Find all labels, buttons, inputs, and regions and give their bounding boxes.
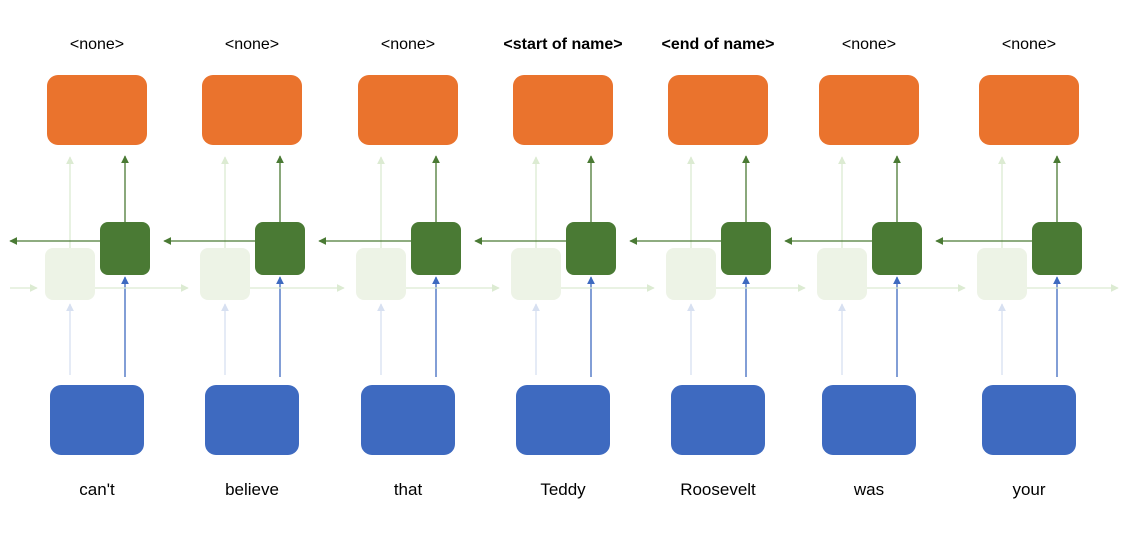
output-tag-label: <none>: [1002, 36, 1056, 53]
output-box: [358, 75, 458, 145]
boxes-layer: [45, 75, 1082, 455]
input-box: [982, 385, 1076, 455]
input-word-label: your: [1012, 480, 1045, 499]
input-box: [516, 385, 610, 455]
input-box: [361, 385, 455, 455]
forward-state-box: [977, 248, 1027, 300]
input-box: [205, 385, 299, 455]
forward-state-box: [356, 248, 406, 300]
backward-state-box: [255, 222, 305, 275]
backward-state-box: [566, 222, 616, 275]
input-word-label: believe: [225, 480, 279, 499]
input-word-label: Teddy: [540, 480, 586, 499]
text-layer: <none> can't <none> believe <none> that <start…: [70, 36, 1056, 499]
input-box: [671, 385, 765, 455]
output-box: [202, 75, 302, 145]
input-word-label: was: [853, 480, 884, 499]
input-word-label: Roosevelt: [680, 480, 756, 499]
output-box: [668, 75, 768, 145]
output-tag-label: <start of name>: [503, 36, 622, 53]
backward-state-box: [721, 222, 771, 275]
output-tag-label: <none>: [842, 36, 896, 53]
input-box: [50, 385, 144, 455]
backward-state-box: [872, 222, 922, 275]
input-box: [822, 385, 916, 455]
output-tag-label: <none>: [381, 36, 435, 53]
backward-state-box: [100, 222, 150, 275]
output-box: [979, 75, 1079, 145]
arrows-layer: [9, 155, 1119, 377]
output-box: [819, 75, 919, 145]
output-tag-label: <none>: [225, 36, 279, 53]
forward-state-box: [666, 248, 716, 300]
forward-state-box: [817, 248, 867, 300]
forward-state-box: [511, 248, 561, 300]
output-tag-label: <end of name>: [662, 36, 775, 53]
backward-state-box: [411, 222, 461, 275]
backward-state-box: [1032, 222, 1082, 275]
forward-state-box: [45, 248, 95, 300]
output-box: [513, 75, 613, 145]
input-word-label: can't: [79, 480, 115, 499]
input-word-label: that: [394, 480, 423, 499]
output-box: [47, 75, 147, 145]
output-tag-label: <none>: [70, 36, 124, 53]
forward-state-box: [200, 248, 250, 300]
